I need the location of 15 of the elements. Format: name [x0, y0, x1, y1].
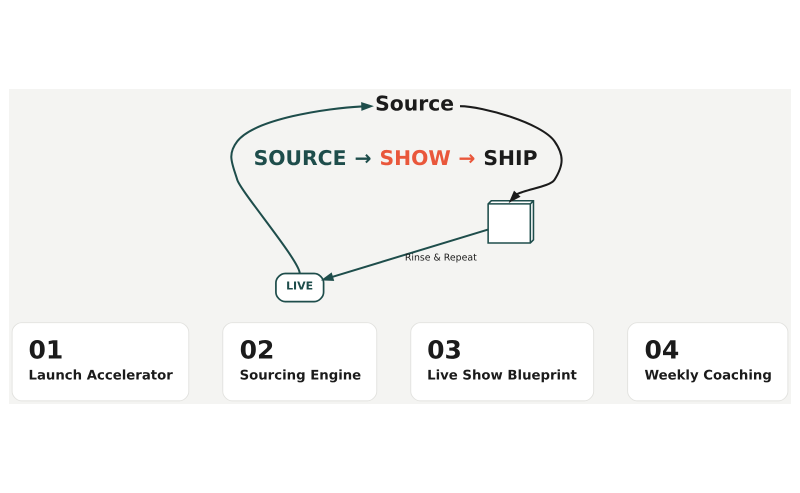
node-text: Source: [375, 91, 454, 116]
node-box: 03 Live Show Blueprint: [410, 322, 594, 402]
label: →: [458, 146, 476, 170]
node-box: 01 Launch Accelerator: [12, 322, 190, 402]
label: SHIP: [483, 146, 538, 170]
label: →: [354, 146, 372, 170]
node-box: 04 Weekly Coaching: [627, 322, 788, 402]
arrow: [230, 102, 374, 274]
edge-label: Rinse & Repeat: [404, 252, 477, 264]
label: SOURCE: [254, 146, 346, 170]
arrow: [460, 105, 563, 204]
node-box: LIVE: [275, 272, 324, 302]
arrow: [320, 228, 488, 281]
label: SHOW: [379, 146, 451, 170]
node-box: 02 Sourcing Engine: [222, 322, 378, 402]
